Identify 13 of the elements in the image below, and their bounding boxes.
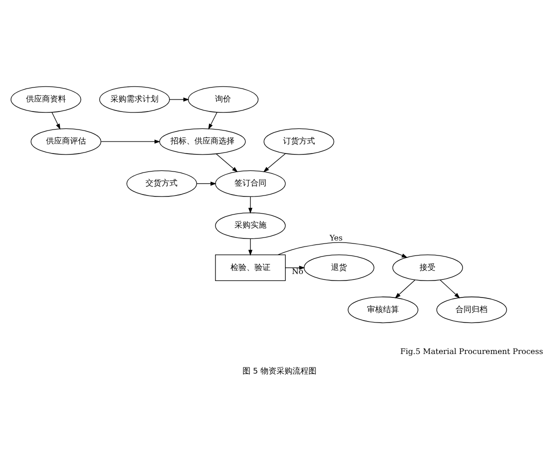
arrow (278, 242, 408, 258)
arrow (196, 181, 216, 186)
arrow (169, 97, 190, 102)
arrow (285, 265, 305, 270)
arrow (208, 112, 218, 130)
arrow (216, 153, 238, 172)
arrow (100, 139, 160, 144)
arrow (248, 196, 252, 214)
arrow (394, 279, 416, 298)
arrow (440, 279, 460, 298)
arrow (248, 238, 252, 256)
arrow (52, 112, 60, 130)
arrow (263, 152, 286, 172)
